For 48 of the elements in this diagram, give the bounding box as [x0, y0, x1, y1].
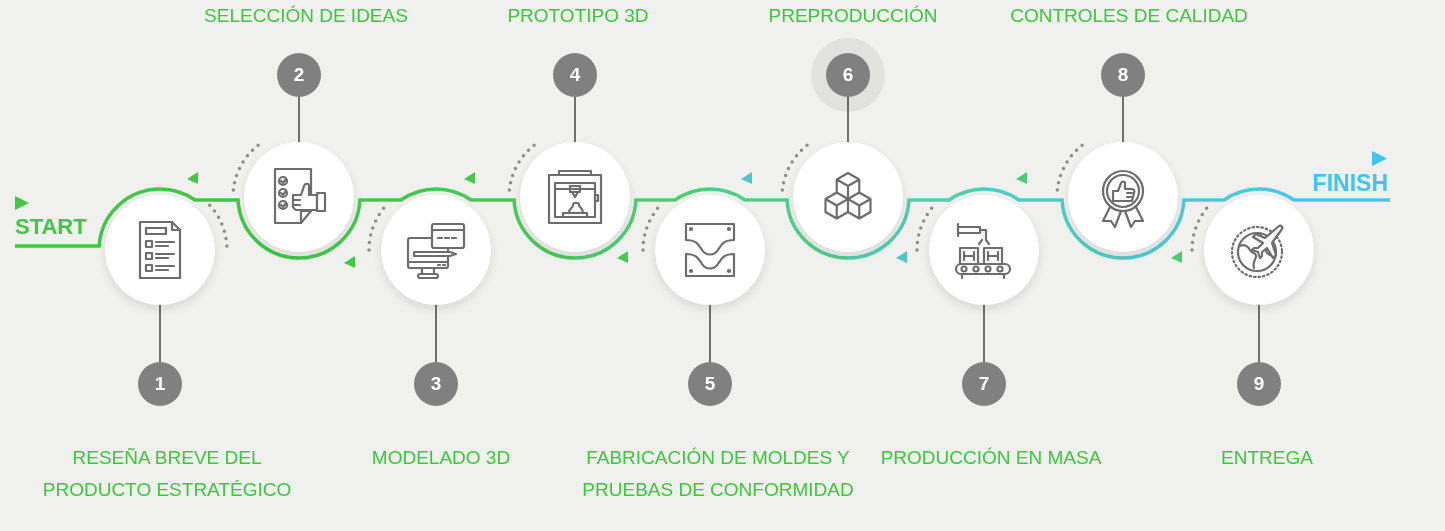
step-title: SELECCIÓN DE IDEAS: [204, 4, 408, 28]
step-title: PRODUCCIÓN EN MASA: [880, 446, 1102, 470]
step-circle: [1204, 195, 1314, 305]
connector-line: [709, 187, 849, 260]
leader-line: [159, 304, 161, 363]
step-number: 7: [962, 362, 1006, 406]
step-circle: [105, 195, 215, 305]
leader-line: [709, 304, 711, 363]
leader-line: [298, 96, 300, 143]
step-number: 2: [277, 53, 321, 97]
step-title: PROTOTIPO 3D: [507, 4, 649, 28]
step-title: ENTREGA: [1221, 446, 1313, 470]
step-circle: [793, 142, 903, 252]
connector-line: [847, 187, 985, 260]
step-circle: [929, 195, 1039, 305]
step-circle: [655, 195, 765, 305]
connector-line: [159, 187, 300, 260]
step-number: 9: [1237, 362, 1281, 406]
connector-line: [1258, 187, 1390, 202]
connector-line: [298, 187, 437, 260]
connector-line: [435, 187, 576, 260]
step-title: CONTROLES DE CALIDAD: [1010, 4, 1248, 28]
step-title: RESEÑA BREVE DEL PRODUCTO ESTRATÉGICO: [41, 446, 293, 502]
step-title: FABRICACIÓN DE MOLDES Y PRUEBAS DE CONFORMIDAD: [581, 446, 855, 502]
step-circle: [520, 142, 630, 252]
connector-line: [1122, 187, 1260, 260]
step-circle: [1068, 142, 1178, 252]
leader-line: [1258, 304, 1260, 363]
step-number: 4: [553, 53, 597, 97]
finish-label: FINISH: [1312, 172, 1388, 195]
step-number: 1: [138, 362, 182, 406]
step-title: PREPRODUCCIÓN: [768, 4, 938, 28]
step-number: 3: [414, 362, 458, 406]
step-number: 8: [1101, 53, 1145, 97]
leader-line: [1122, 96, 1124, 143]
leader-line: [983, 304, 985, 363]
connector-line: [15, 187, 161, 248]
step-title: MODELADO 3D: [371, 446, 511, 470]
leader-line: [847, 96, 849, 143]
leader-line: [574, 96, 576, 143]
start-label: START: [15, 216, 87, 238]
leader-line: [435, 304, 437, 363]
connector-line: [574, 187, 711, 260]
step-circle: [244, 142, 354, 252]
step-number: 5: [688, 362, 732, 406]
connector-line: [983, 187, 1124, 260]
step-circle: [381, 195, 491, 305]
step-number: 6: [826, 53, 870, 97]
